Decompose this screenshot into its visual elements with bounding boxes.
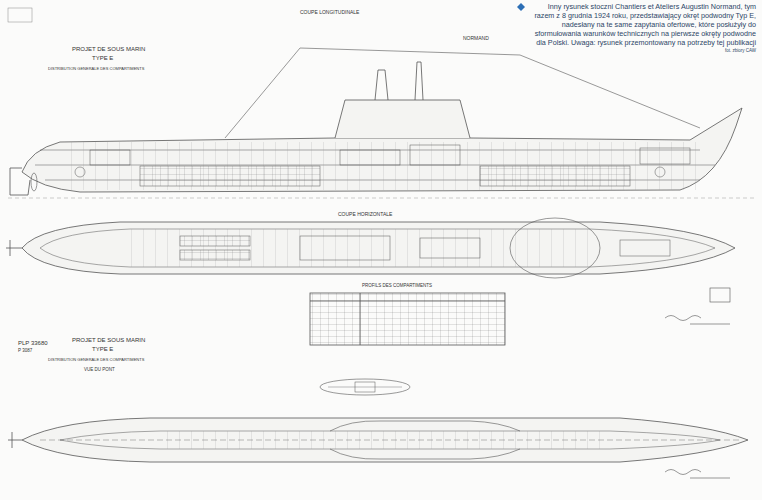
sheet-number: P 3087 (18, 349, 32, 354)
section-label: COUPE LONGITUDINALE (300, 10, 359, 16)
drawing-title: PROJET DE SOUS MARIN (72, 337, 145, 344)
section-label: COUPE HORIZONTALE (338, 212, 392, 218)
drawing-subtitle: DISTRIBUTION GENERALE DES COMPARTIMENTS (48, 67, 144, 71)
drawing-title: PROJET DE SOUS MARIN (72, 46, 145, 53)
drawing-type: TYPE E (92, 55, 113, 62)
photo-caption: Inny rysunek stoczni Chantiers et Atelie… (528, 2, 756, 47)
drawing-type: TYPE E (92, 346, 113, 353)
photo-credit: fot. zbiory CAW (725, 49, 756, 54)
view-label: VUE DU PONT (84, 368, 115, 373)
table-title: PROFILS DES COMPARTIMENTS (362, 284, 432, 289)
drawing-number: PLP 33680 (18, 340, 48, 347)
drawing-subtitle: DISTRIBUTION GENERALE DES COMPARTIMENTS (48, 358, 144, 362)
shipyard-stamp: NORMAND (463, 36, 489, 42)
